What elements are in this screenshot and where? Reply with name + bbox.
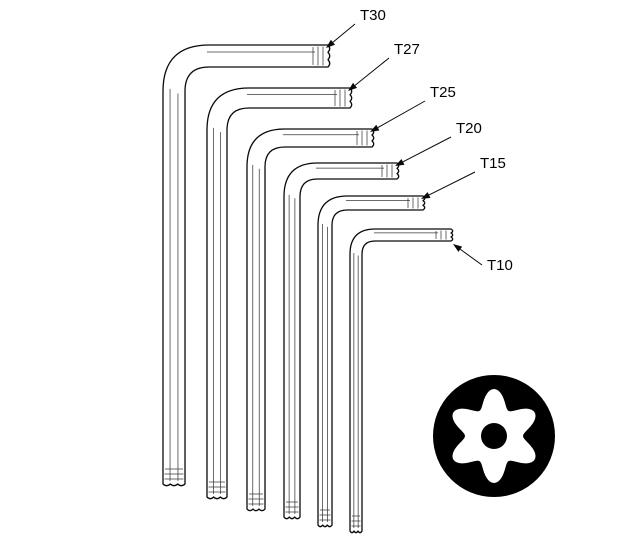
- label-t10: T10: [487, 257, 513, 274]
- leader-line-t27: [348, 57, 390, 91]
- label-layer: T30 T27 T25 T20 T15 T10: [360, 7, 513, 274]
- leader-line-t20: [395, 136, 452, 166]
- arrowhead-t27: [348, 82, 358, 91]
- label-t30: T30: [360, 7, 386, 24]
- torx-key-t25: [246, 128, 375, 512]
- torx-key-t27: [206, 87, 353, 500]
- torx-key-t15: [317, 195, 426, 528]
- torx-key-t20: [283, 162, 400, 520]
- label-t20: T20: [456, 120, 482, 137]
- leader-layer: [326, 23, 483, 266]
- label-t25: T25: [430, 84, 456, 101]
- label-t27: T27: [394, 41, 420, 58]
- arrowhead-t15: [421, 192, 431, 199]
- label-t15: T15: [480, 155, 506, 172]
- leader-line-t30: [326, 23, 356, 48]
- security-torx-socket-icon: [433, 375, 555, 497]
- arrowhead-t20: [395, 159, 405, 166]
- leader-line-t15: [421, 171, 476, 199]
- arrowhead-t10: [453, 244, 463, 252]
- leader-line-t10: [453, 244, 483, 266]
- center-pin: [481, 423, 507, 449]
- torx-key-t10: [349, 228, 454, 534]
- leader-line-t25: [370, 100, 426, 132]
- arrowhead-t30: [326, 39, 335, 48]
- arrowhead-t25: [370, 124, 380, 132]
- wrench-layer: [162, 44, 454, 534]
